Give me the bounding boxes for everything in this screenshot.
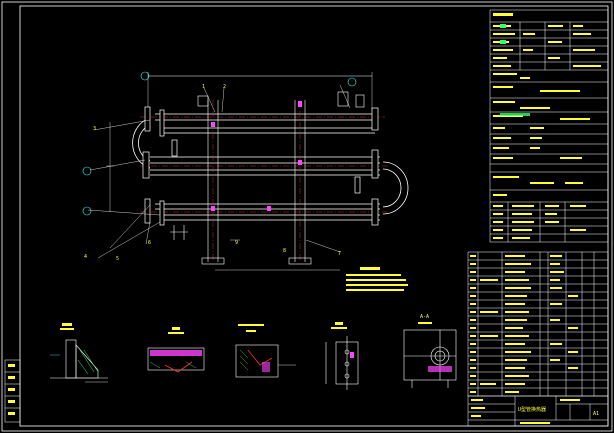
spec-table-text [493,13,601,239]
binding-strip-text [8,364,15,415]
parts-list-table [467,251,609,397]
technical-notes [346,267,408,291]
drawing-title: U型管换热器 [518,406,546,413]
drawing-revision: A1 [593,411,599,417]
callout-2: 2 [223,84,226,90]
detail-view-3 [235,324,296,378]
spec-table-top [489,9,609,243]
callout-1: 1 [202,84,205,90]
binding-strip [4,359,21,423]
callout-8: 8 [283,248,286,254]
title-block-text [471,399,580,424]
detail-view-5: A-A [403,314,457,388]
callout-4: 4 [84,254,87,260]
callout-balloons [82,71,357,216]
callout-numbers: 1 2 3 4 5 6 7 8 9 [84,84,341,262]
callout-5: 5 [116,256,119,262]
callout-9: 9 [235,240,238,246]
callout-3: 3 [93,126,96,132]
detail-view-2 [147,327,205,373]
detail-view-1 [50,323,108,383]
detail-view-4 [325,322,359,390]
callout-6: 6 [148,240,151,246]
main-elevation-view [87,72,409,271]
parts-list-text [470,255,578,393]
spec-table-highlights [500,24,530,116]
callout-7: 7 [338,251,341,257]
section-label-a: A-A [420,314,429,320]
title-block [467,395,609,427]
